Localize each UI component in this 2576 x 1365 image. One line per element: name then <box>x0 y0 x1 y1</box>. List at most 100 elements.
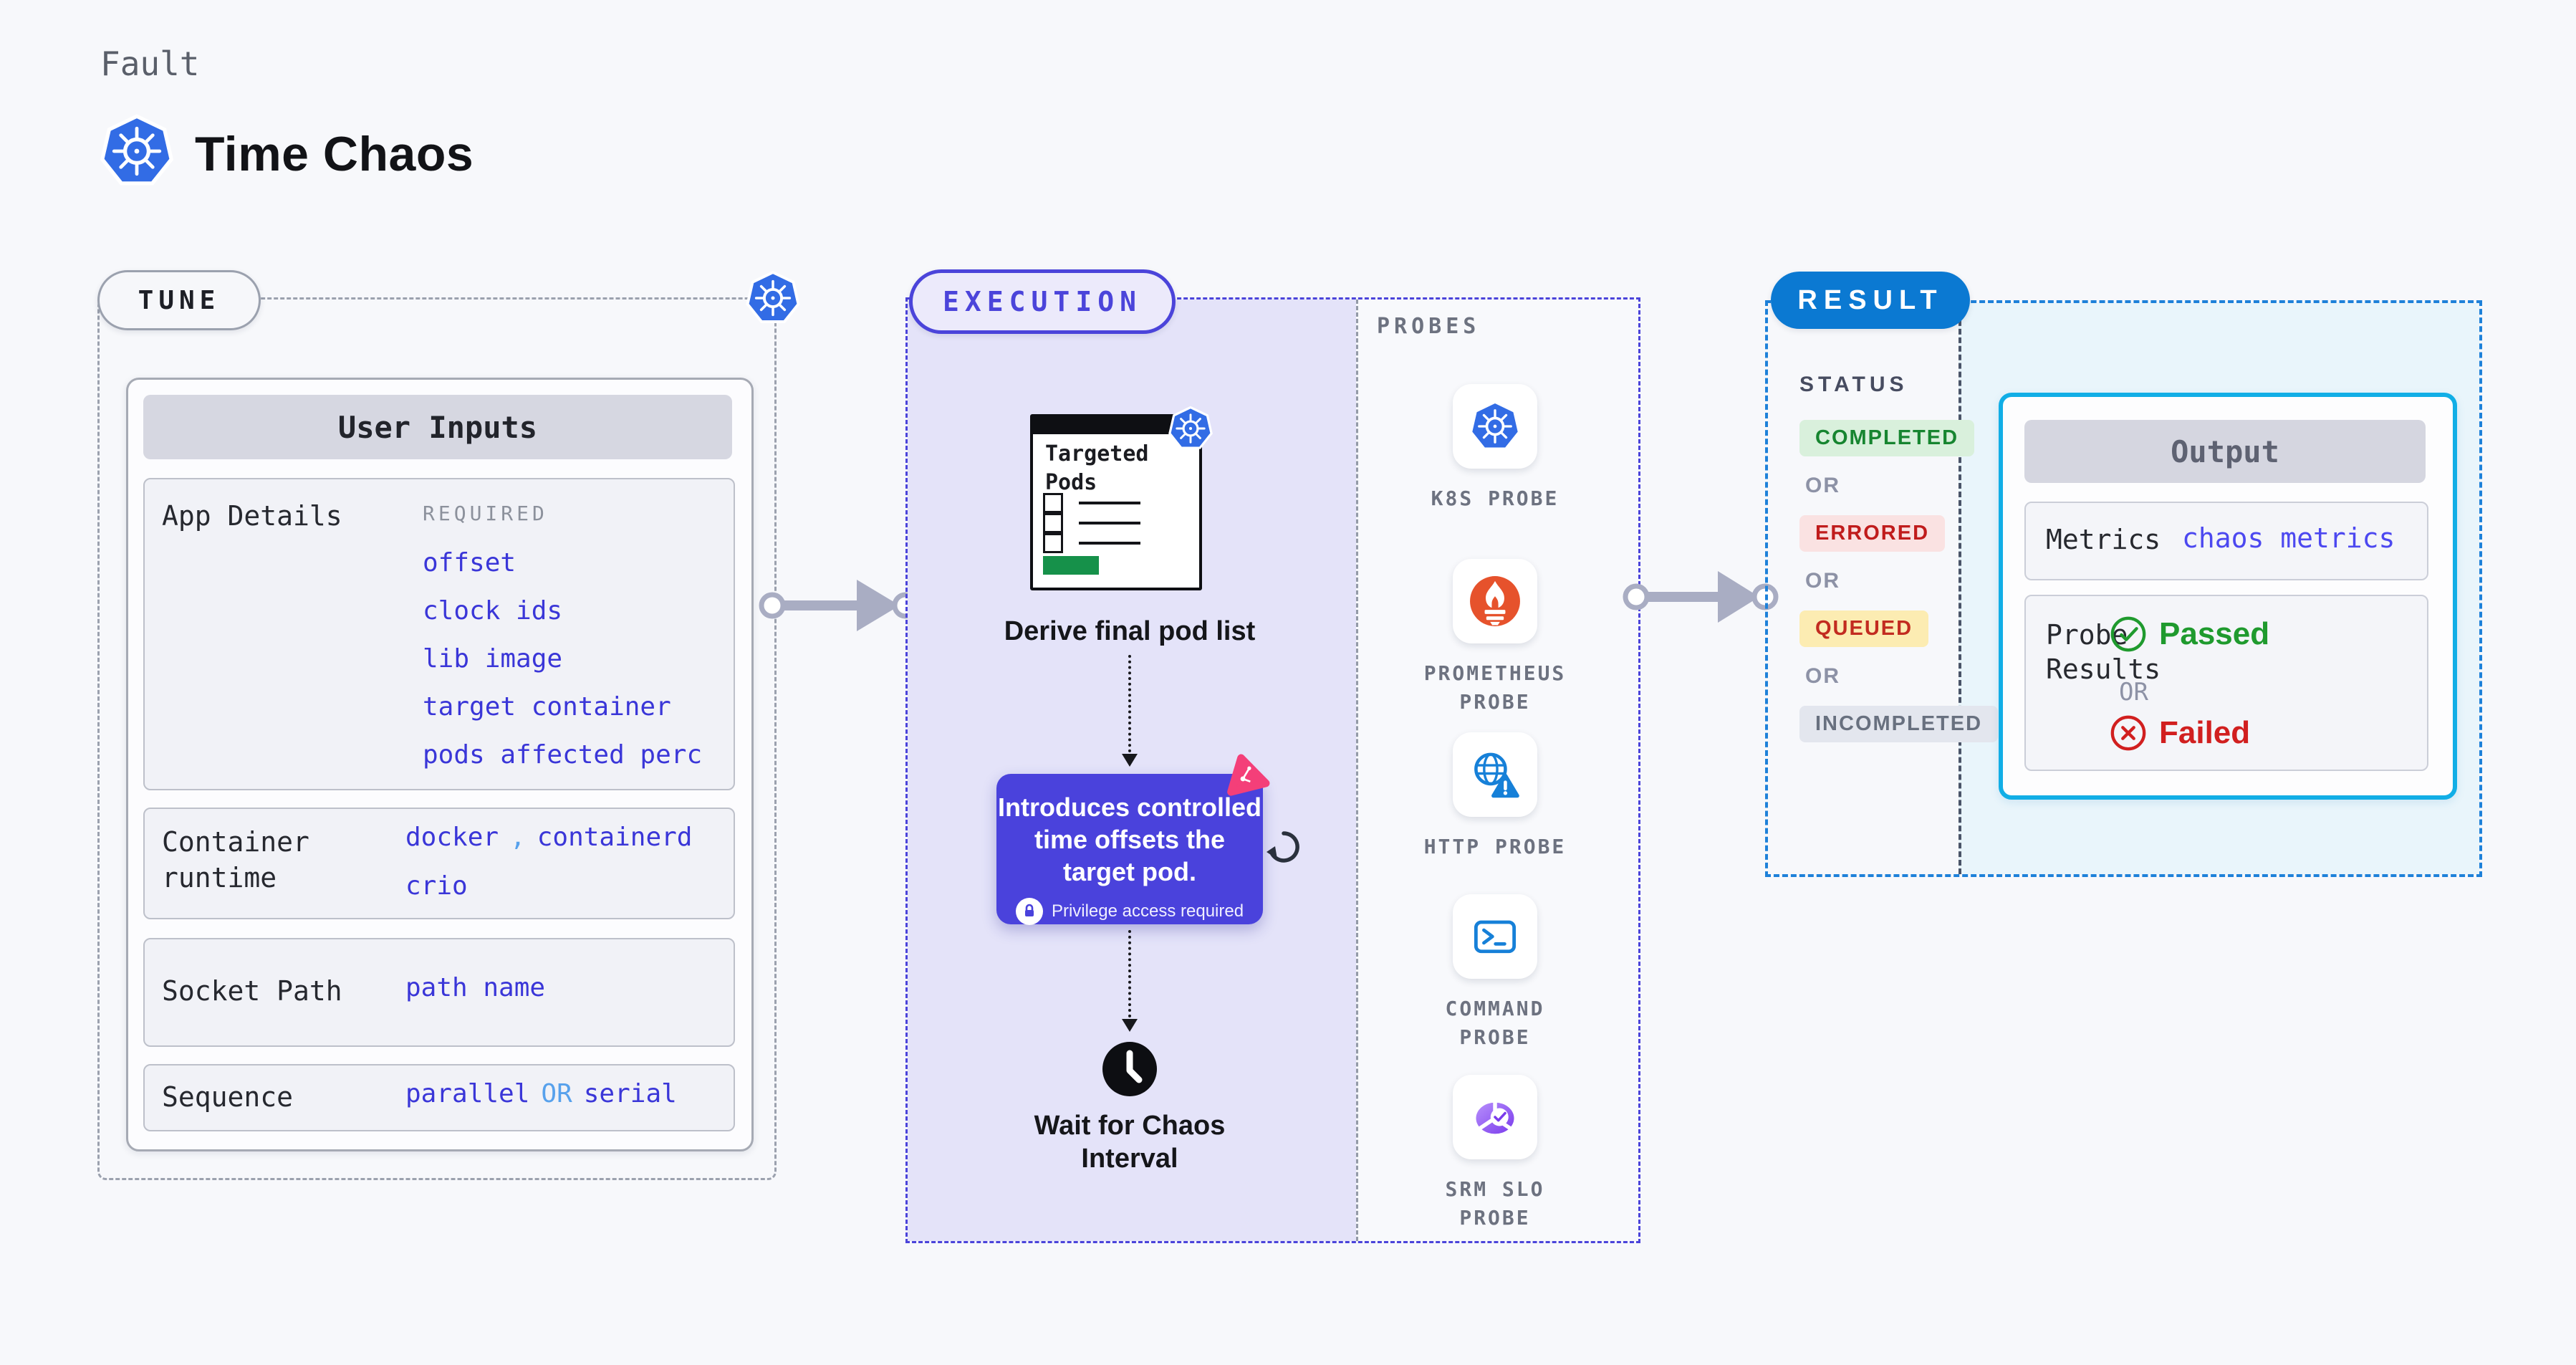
probe-label: PROMETHEUS PROBE <box>1423 661 1567 714</box>
sequence-value: parallel OR serial <box>405 1079 677 1108</box>
arrow-right-icon <box>1623 571 1779 623</box>
probe-card-command <box>1453 894 1537 979</box>
result-badge-label: RESULT <box>1797 284 1943 315</box>
socket-path-value: path name <box>405 973 545 1002</box>
list-line <box>1079 522 1141 525</box>
sequence-label: Sequence <box>162 1081 294 1113</box>
clock-icon <box>1102 1042 1157 1096</box>
probe-card-http <box>1453 732 1537 817</box>
or-label: OR <box>1805 664 1840 688</box>
page-title: Time Chaos <box>195 127 474 181</box>
link-pods-affected-perc[interactable]: pods affected perc <box>423 740 703 770</box>
list-line <box>1079 542 1141 545</box>
privilege-label: Privilege access required <box>1051 901 1244 921</box>
execution-badge: EXECUTION <box>909 269 1176 334</box>
kubernetes-icon <box>1168 406 1213 449</box>
passed-result: Passed <box>2109 615 2269 653</box>
metrics-label: Metrics <box>2046 524 2161 555</box>
container-runtime-values-line2: crio <box>405 871 468 901</box>
status-label: STATUS <box>1799 373 1908 396</box>
kubernetes-icon <box>1469 401 1521 451</box>
arrow-down-icon <box>1122 754 1138 767</box>
container-runtime-row <box>143 808 735 919</box>
link-crio[interactable]: crio <box>405 871 468 901</box>
derive-pod-list-label: Derive final pod list <box>1004 616 1256 646</box>
probe-results-row <box>2024 595 2428 771</box>
green-progress-bar <box>1043 556 1099 575</box>
fault-description-tooltip: Introduces controlled time offsets the t… <box>996 774 1263 925</box>
checkbox-icon <box>1043 533 1063 553</box>
result-badge: RESULT <box>1771 272 1970 329</box>
kubernetes-icon <box>746 271 800 323</box>
execution-badge-label: EXECUTION <box>943 286 1142 317</box>
fault-eyebrow: Fault <box>100 44 200 83</box>
prometheus-icon <box>1470 576 1520 626</box>
probe-card-srm-slo <box>1453 1075 1537 1159</box>
failed-result: Failed <box>2109 714 2250 752</box>
probe-card-prometheus <box>1453 559 1537 643</box>
terminal-icon <box>1474 920 1517 954</box>
check-circle-icon <box>2110 616 2146 652</box>
or-label: OR <box>1805 569 1840 593</box>
or-separator: OR <box>541 1079 572 1108</box>
probe-label: SRM SLO PROBE <box>1445 1177 1545 1230</box>
globe-warning-icon <box>1474 752 1519 798</box>
passed-label: Passed <box>2159 616 2270 651</box>
tune-badge: TUNE <box>97 270 261 330</box>
wait-label-line: Wait for Chaos <box>1034 1111 1226 1141</box>
failed-label: Failed <box>2159 715 2251 750</box>
probe-label: HTTP PROBE <box>1423 835 1567 858</box>
chaos-dart-icon <box>1227 754 1270 796</box>
app-details-label: App Details <box>162 500 342 532</box>
chaos-metrics-link[interactable]: chaos metrics <box>2182 522 2395 554</box>
checkbox-icon <box>1043 493 1063 513</box>
app-details-links: offset clock ids lib image target contai… <box>423 539 702 779</box>
user-inputs-header: User Inputs <box>143 395 732 459</box>
slo-donut-icon <box>1476 1101 1514 1134</box>
status-list: COMPLETED OR ERRORED OR QUEUED OR INCOMP… <box>1799 420 1999 742</box>
required-label: REQUIRED <box>423 502 548 525</box>
container-runtime-values-line1: docker, containerd <box>405 823 692 852</box>
value-separator: , <box>510 823 526 852</box>
socket-path-row <box>143 938 735 1047</box>
socket-path-label: Socket Path <box>162 975 342 1007</box>
pod-list-item <box>1043 493 1141 513</box>
pod-list-item <box>1043 533 1141 553</box>
wait-label-line: Interval <box>1081 1144 1178 1174</box>
link-offset[interactable]: offset <box>423 548 516 578</box>
probe-label: COMMAND PROBE <box>1445 997 1545 1049</box>
sequence-row <box>143 1064 735 1131</box>
output-header: Output <box>2024 420 2426 483</box>
app-details-row <box>143 478 735 790</box>
container-runtime-label: Container runtime <box>162 826 309 894</box>
kubernetes-icon <box>99 113 175 189</box>
status-badge-completed: COMPLETED <box>1799 420 1975 456</box>
or-label: OR <box>1805 474 1840 497</box>
link-containerd[interactable]: containerd <box>537 823 693 852</box>
privilege-row: Privilege access required <box>996 898 1263 925</box>
link-target-container[interactable]: target container <box>423 692 671 722</box>
arrow-right-icon <box>759 580 919 631</box>
link-parallel[interactable]: parallel <box>405 1079 530 1108</box>
pod-list-item <box>1043 513 1141 533</box>
link-serial[interactable]: serial <box>583 1079 677 1108</box>
lock-icon <box>1015 898 1043 925</box>
link-docker[interactable]: docker <box>405 823 499 852</box>
probe-card-k8s <box>1453 384 1537 469</box>
refresh-icon <box>1267 831 1299 863</box>
flow-connector <box>1128 655 1131 752</box>
probe-results-label: Probe Results <box>2046 619 2161 685</box>
link-lib-image[interactable]: lib image <box>423 644 563 674</box>
user-inputs-title: User Inputs <box>337 409 538 445</box>
output-title: Output <box>2171 434 2279 469</box>
tune-section-box <box>97 297 777 1180</box>
probe-label: K8S PROBE <box>1431 487 1559 510</box>
status-badge-incompleted: INCOMPLETED <box>1799 706 1999 742</box>
targeted-pods-window: Targeted Pods <box>1030 414 1202 590</box>
metrics-row <box>2024 502 2428 580</box>
targeted-pods-title: Targeted Pods <box>1045 441 1149 495</box>
link-clock-ids[interactable]: clock ids <box>423 596 563 626</box>
link-path-name[interactable]: path name <box>405 973 546 1002</box>
tooltip-text-line: Introduces controlled <box>997 792 1262 822</box>
probes-title: PROBES <box>1377 314 1481 339</box>
